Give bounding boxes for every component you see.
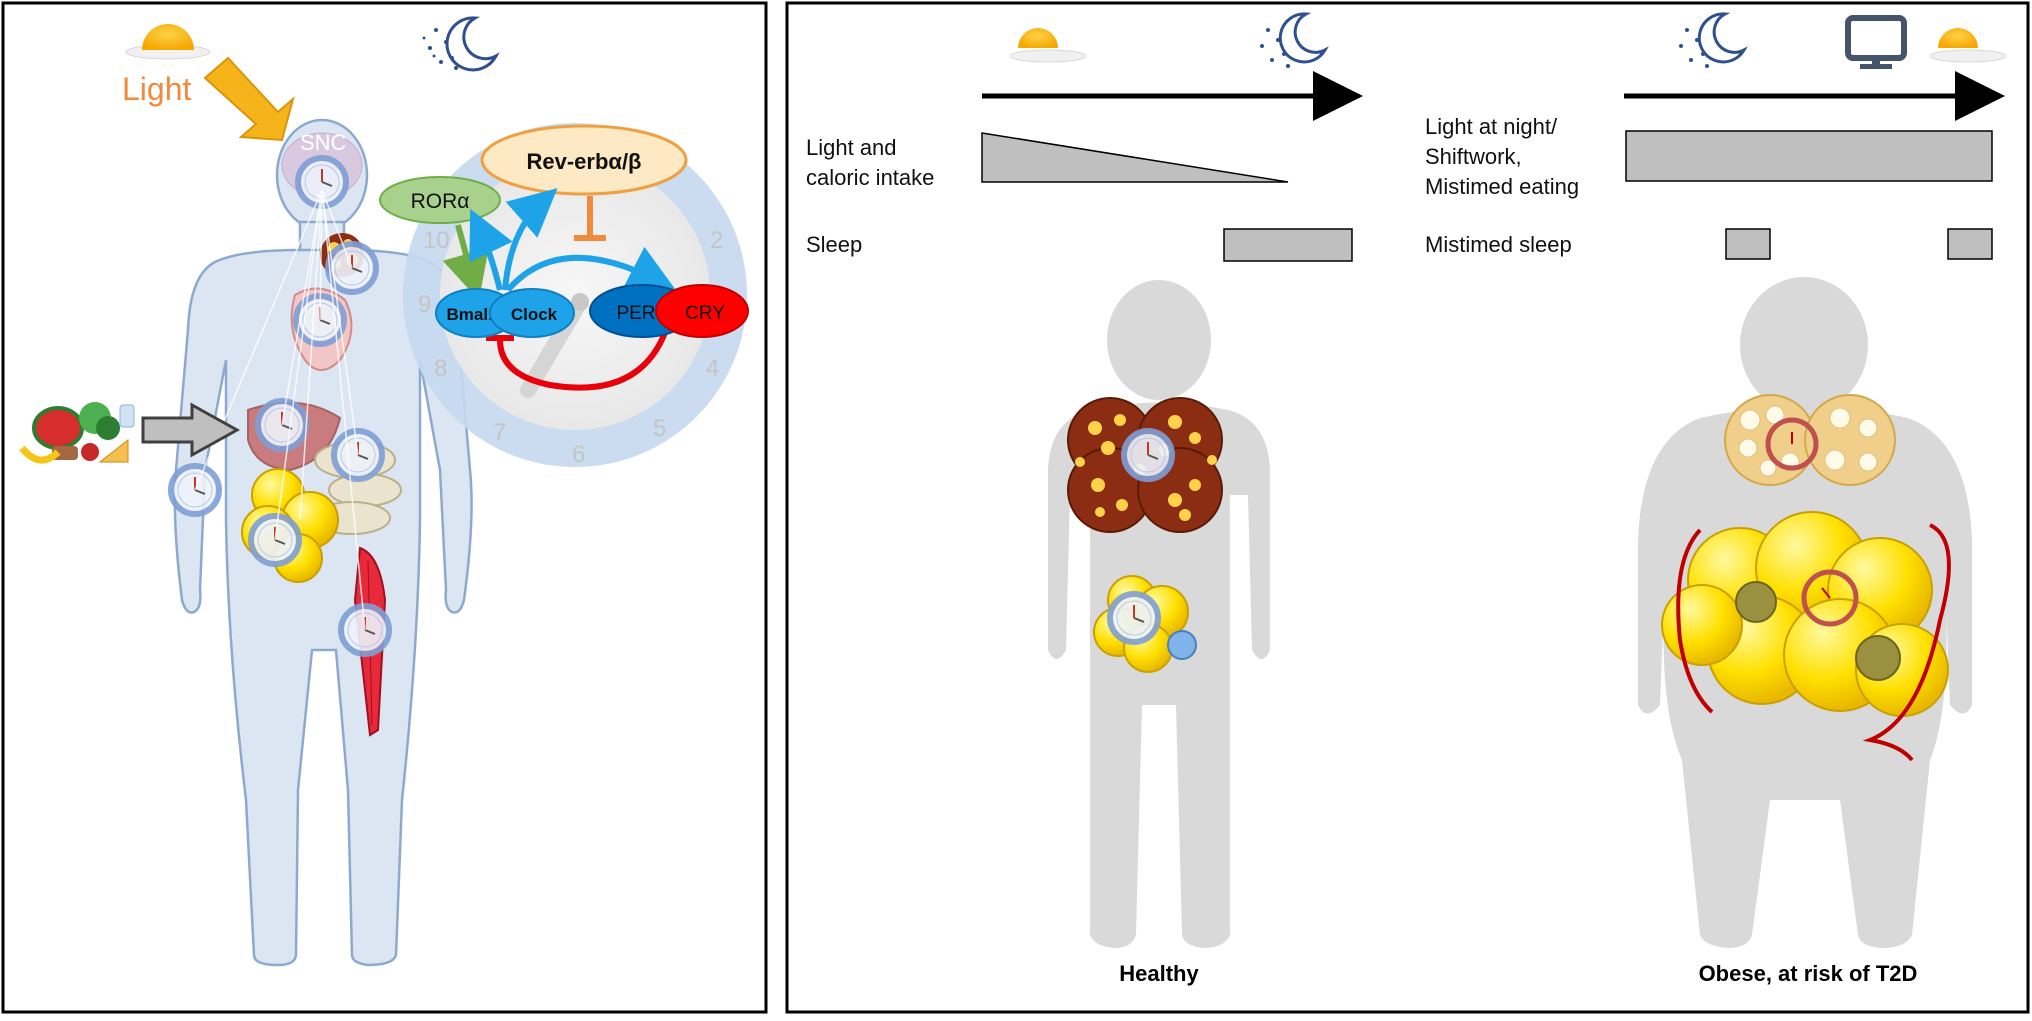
muscle-organ: [341, 546, 389, 737]
healthy-sleep-label: Sleep: [806, 232, 862, 257]
cry-node: CRY: [655, 284, 749, 338]
obese-row1-line1: Light at night/: [1425, 114, 1558, 139]
reverb-label: Rev-erbα/β: [527, 149, 642, 174]
light-label: Light: [122, 71, 192, 107]
per-label: PER: [616, 303, 655, 324]
obese-sleep-label: Mistimed sleep: [1425, 232, 1572, 257]
clock-number-9: 9: [418, 291, 431, 318]
healthy-white-fat: [1093, 575, 1197, 673]
clock-gene-label: Clock: [511, 305, 558, 324]
healthy-sleep-bar: [1223, 228, 1353, 262]
clock-number-10: 10: [423, 227, 450, 254]
healthy-row1-label: Light and caloric intake: [806, 135, 934, 190]
obese-intake-bar: [1625, 130, 1993, 182]
moon-stars-icon: [1260, 12, 1329, 68]
food-icon: [19, 402, 135, 464]
clock-number-4: 4: [706, 355, 719, 382]
light-arrow: [203, 56, 295, 142]
ror-node: RORα: [379, 176, 501, 224]
intestine-organ: [313, 431, 402, 535]
clock-arrows: [442, 188, 676, 391]
moon-stars-icon: [1679, 12, 1748, 68]
clock-gene-node: Clock: [489, 288, 575, 338]
bmal-label: Bmal1: [446, 305, 497, 324]
obese-caption: Obese, at risk of T2D: [1699, 961, 1918, 986]
obese-sleep-bar-1: [1725, 228, 1771, 260]
healthy-silhouette: [1048, 280, 1270, 948]
healthy-row1-line2: caloric intake: [806, 165, 934, 190]
cry-label: CRY: [685, 303, 725, 324]
obese-sleep-bar-2: [1947, 228, 1993, 260]
macrophage-cells: [1735, 581, 1901, 681]
healthy-intake-bar: [981, 132, 1289, 183]
sun-icon: [1929, 28, 2007, 63]
obese-row1-label: Light at night/ Shiftwork, Mistimed eati…: [1425, 114, 1579, 199]
clock-number-2: 2: [710, 227, 723, 254]
clock-number-8: 8: [434, 355, 447, 382]
obese-blood-vessel: [1676, 523, 1951, 762]
scn-label: SNC: [300, 130, 347, 155]
clock-number-5: 5: [653, 415, 666, 442]
reverb-node: Rev-erbα/β: [480, 124, 688, 196]
obese-row1-line2: Shiftwork,: [1425, 144, 1522, 169]
clock-number-6: 6: [572, 441, 585, 468]
obese-beige-fat: [1724, 394, 1896, 486]
monitor-icon: [1845, 15, 1907, 69]
adipose-organ: [241, 468, 339, 583]
clock-number-7: 7: [493, 419, 506, 446]
healthy-row1-line1: Light and: [806, 135, 897, 160]
sun-icon: [1009, 28, 1087, 63]
healthy-caption: Healthy: [1119, 961, 1199, 986]
obese-row1-line3: Mistimed eating: [1425, 174, 1579, 199]
moon-stars-icon: [422, 16, 500, 72]
healthy-brown-fat: [1067, 397, 1223, 533]
ror-label: RORα: [411, 190, 470, 213]
sun-icon: [125, 24, 211, 60]
food-arrow: [141, 402, 241, 458]
